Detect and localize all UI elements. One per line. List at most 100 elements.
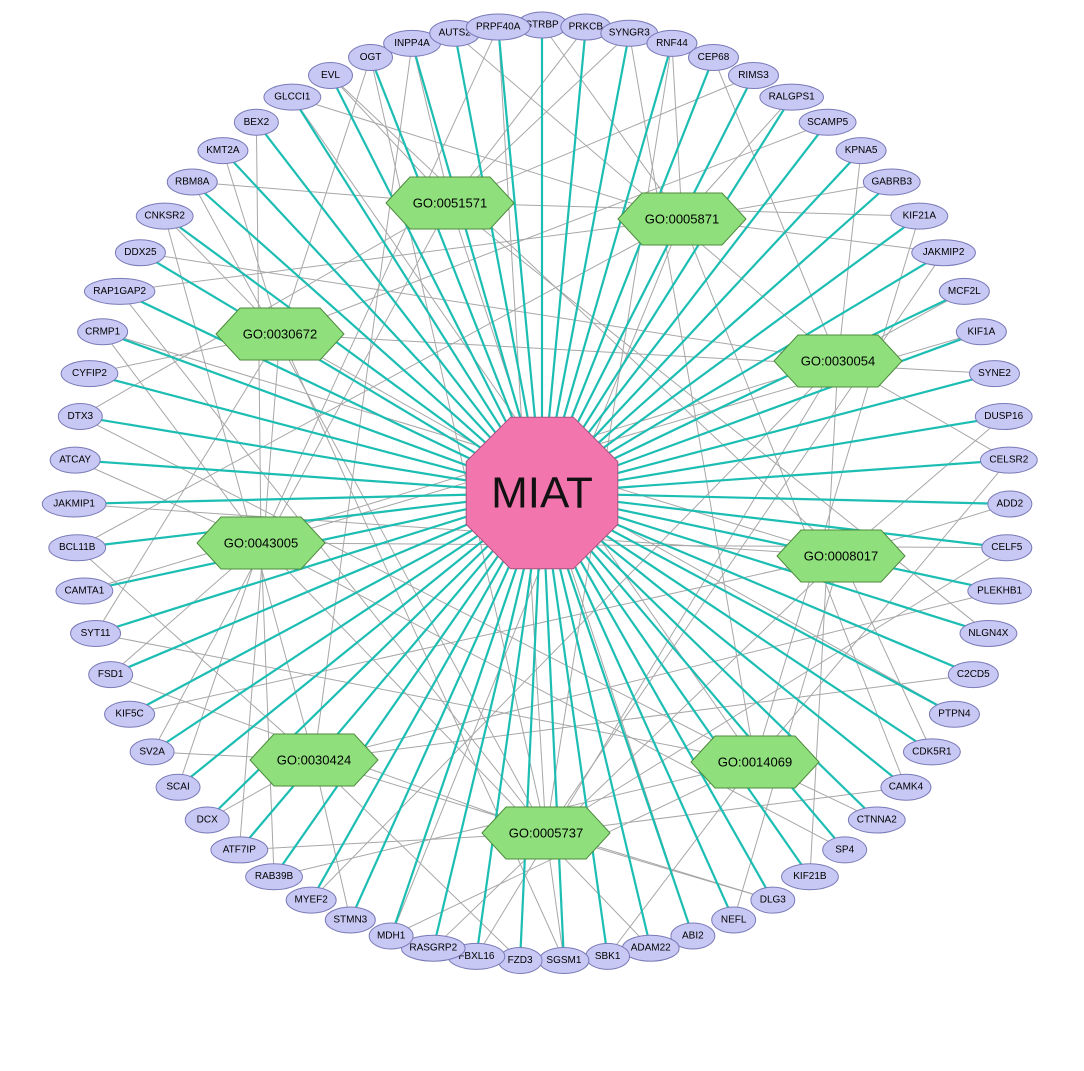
gene-ellipse <box>928 700 980 728</box>
gene-node: CTNNA2 <box>847 806 906 834</box>
gene-ellipse <box>711 906 757 934</box>
go-gene-edge <box>102 331 262 544</box>
gene-label: SBK1 <box>595 951 621 962</box>
go-term-node: GO:0030672 <box>215 307 345 361</box>
gene-node: DCX <box>184 806 230 834</box>
go-term-label: GO:0030672 <box>243 327 317 342</box>
gene-node: RBM8A <box>166 168 218 196</box>
gene-ellipse <box>670 922 716 950</box>
gene-ellipse <box>57 403 103 431</box>
gene-label: BCL11B <box>59 542 96 553</box>
gene-label: PRPF40A <box>476 22 521 33</box>
gene-ellipse <box>245 863 303 891</box>
gene-label: SV2A <box>139 746 165 757</box>
gene-ellipse <box>48 534 107 562</box>
gene-label: GLCCI1 <box>274 92 311 103</box>
gene-label: ABI2 <box>682 931 704 942</box>
gene-label: SGSM1 <box>546 955 581 966</box>
hub-gene-edge <box>541 415 1004 495</box>
hub-gene-edge <box>74 491 543 506</box>
gene-label: CELF5 <box>991 542 1023 553</box>
go-gene-edge <box>837 150 862 362</box>
gene-label: DDX25 <box>124 247 157 258</box>
hub-octagon <box>465 416 619 570</box>
gene-ellipse <box>911 239 976 267</box>
gene-label: SCAMP5 <box>807 117 849 128</box>
gene-node: SCAMP5 <box>798 108 857 136</box>
go-gene-edge <box>607 761 756 957</box>
gene-ellipse <box>979 446 1038 474</box>
gene-label: CDK5R1 <box>912 746 952 757</box>
gene-node: MCF2L <box>938 277 990 305</box>
go-term-node: GO:0030424 <box>249 733 379 787</box>
gene-ellipse <box>847 806 906 834</box>
gene-label: CYFIP2 <box>72 368 107 379</box>
gene-node: KIF1A <box>955 318 1007 346</box>
gene-node: FSD1 <box>88 661 134 689</box>
go-term-hexagon <box>196 516 326 570</box>
gene-node: CEP68 <box>687 44 739 72</box>
go-term-node: GO:0043005 <box>196 516 326 570</box>
hub-gene-edge <box>541 215 920 494</box>
gene-label: KIF5C <box>115 709 143 720</box>
gene-ellipse <box>862 168 921 196</box>
hub-gene-edge <box>255 121 543 494</box>
gene-ellipse <box>135 202 194 230</box>
gene-label: PRKCB <box>569 22 604 33</box>
gene-node: GLCCI1 <box>263 83 322 111</box>
gene-ellipse <box>822 836 868 864</box>
hub-gene-edge <box>518 492 544 961</box>
gene-node: KPNA5 <box>835 137 887 165</box>
go-gene-edge <box>449 75 754 204</box>
go-node-layer: GO:0051571GO:0005871GO:0030672GO:0030054… <box>196 176 906 860</box>
gene-ellipse <box>70 619 122 647</box>
go-term-node: GO:0030054 <box>773 334 903 388</box>
gene-node: CYFIP2 <box>60 360 119 388</box>
go-term-label: GO:0030424 <box>277 753 351 768</box>
gene-node: NEFL <box>711 906 757 934</box>
gene-node: KIF21B <box>781 863 839 891</box>
hub-gene-edge <box>541 459 1009 495</box>
gene-node: DTX3 <box>57 403 103 431</box>
gene-label: DTX3 <box>68 411 94 422</box>
gene-node: SV2A <box>129 738 175 766</box>
gene-label: DLG3 <box>760 895 787 906</box>
gene-label: DCX <box>197 815 218 826</box>
go-gene-edge <box>449 32 630 204</box>
gene-node: SYNE2 <box>969 360 1021 388</box>
go-term-label: GO:0030054 <box>801 354 875 369</box>
gene-label: RIMS3 <box>738 70 769 81</box>
go-term-hexagon <box>776 529 906 583</box>
gene-node: CELF5 <box>981 534 1033 562</box>
go-gene-edge <box>222 150 281 335</box>
gene-ellipse <box>835 137 887 165</box>
hub-gene-edge <box>541 492 811 878</box>
gene-ellipse <box>348 44 394 72</box>
go-gene-edge <box>292 96 683 220</box>
gene-label: GABRB3 <box>871 177 912 188</box>
go-term-hexagon <box>385 176 515 230</box>
hub-gene-edge <box>80 415 543 495</box>
hub-gene-edge <box>77 491 543 549</box>
gene-node: SGSM1 <box>538 946 590 974</box>
gene-label: PTPN4 <box>938 709 971 720</box>
gene-label: CEP68 <box>698 52 730 63</box>
gene-ellipse <box>41 490 107 518</box>
hub-gene-edge <box>475 492 544 957</box>
gene-node: MYEF2 <box>285 886 337 914</box>
hub-gene-edge <box>191 181 543 494</box>
gene-ellipse <box>969 360 1021 388</box>
go-term-label: GO:0043005 <box>224 536 298 551</box>
gene-ellipse <box>750 886 796 914</box>
gene-node: SBK1 <box>585 942 631 970</box>
go-gene-edge <box>80 416 756 763</box>
gene-ellipse <box>400 934 466 962</box>
gene-ellipse <box>233 108 279 136</box>
gene-label: BEX2 <box>244 117 270 128</box>
gene-ellipse <box>687 44 739 72</box>
gene-label: MCF2L <box>948 286 981 297</box>
gene-ellipse <box>465 13 531 41</box>
gene-ellipse <box>184 806 230 834</box>
